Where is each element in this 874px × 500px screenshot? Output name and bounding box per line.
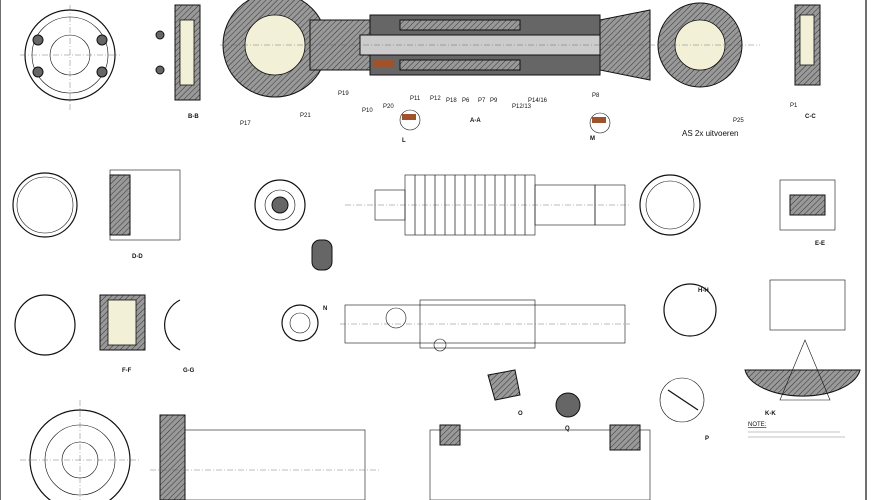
svg-text:P11: P11 bbox=[410, 96, 421, 102]
section-cc-view: C-C bbox=[794, 4, 821, 120]
svg-text:P20: P20 bbox=[383, 104, 394, 110]
svg-text:P12/13: P12/13 bbox=[512, 104, 532, 110]
svg-text:D-D: D-D bbox=[132, 254, 143, 260]
svg-text:E-E: E-E bbox=[815, 241, 825, 247]
detail-q: Q bbox=[555, 392, 581, 432]
section-hh-view: H-H bbox=[663, 279, 846, 337]
flange-front-view bbox=[20, 5, 120, 110]
svg-text:A-A: A-A bbox=[470, 118, 481, 124]
detail-l: L bbox=[399, 109, 421, 144]
section-kk-view: K-K NOTE: bbox=[744, 339, 861, 438]
svg-text:P: P bbox=[705, 436, 709, 442]
section-ee-view: E-E bbox=[639, 174, 836, 247]
svg-text:P19: P19 bbox=[338, 91, 349, 97]
tube-weld-view bbox=[429, 424, 651, 500]
svg-text:F-F: F-F bbox=[122, 368, 132, 374]
svg-text:P6: P6 bbox=[462, 98, 470, 104]
section-gg-view: G-G bbox=[164, 299, 195, 374]
svg-text:O: O bbox=[518, 411, 523, 417]
detail-o: O bbox=[487, 369, 523, 417]
piston-rod-view bbox=[345, 174, 630, 236]
svg-text:G-G: G-G bbox=[183, 368, 195, 374]
main-note: AS 2x uitvoeren bbox=[682, 129, 738, 138]
svg-text:P9: P9 bbox=[490, 98, 498, 104]
svg-text:B-B: B-B bbox=[188, 114, 199, 120]
svg-text:C-C: C-C bbox=[805, 114, 816, 120]
section-aa-cylinder: P17 P21 P10 P20 P11 P12 P18 P6 P7 P9 P12… bbox=[220, 0, 798, 138]
svg-text:P18: P18 bbox=[446, 98, 457, 104]
svg-text:L: L bbox=[402, 138, 406, 144]
tube-view bbox=[150, 414, 380, 500]
svg-text:Q: Q bbox=[565, 426, 570, 432]
bearing-view bbox=[254, 179, 333, 271]
svg-text:H-H: H-H bbox=[698, 288, 709, 294]
bronze-seal bbox=[374, 60, 394, 68]
svg-text:P10: P10 bbox=[362, 108, 373, 114]
section-ff-view: F-F bbox=[14, 294, 146, 374]
svg-text:NOTE:: NOTE: bbox=[748, 422, 767, 428]
svg-text:K-K: K-K bbox=[765, 411, 776, 417]
svg-text:P8: P8 bbox=[592, 93, 600, 99]
svg-text:P12: P12 bbox=[430, 96, 441, 102]
svg-text:P21: P21 bbox=[300, 113, 311, 119]
svg-text:P1: P1 bbox=[790, 103, 798, 109]
svg-text:N: N bbox=[323, 306, 327, 312]
detail-m: M bbox=[589, 112, 611, 142]
rod-end-view: N bbox=[281, 299, 630, 352]
section-dd-view: D-D bbox=[12, 169, 181, 260]
svg-text:P25: P25 bbox=[733, 118, 744, 124]
svg-text:M: M bbox=[590, 136, 595, 142]
section-bb-view: B-B bbox=[155, 4, 201, 120]
flange-bottom-view bbox=[20, 400, 140, 500]
svg-text:P7: P7 bbox=[478, 98, 486, 104]
svg-text:P14/16: P14/16 bbox=[528, 98, 548, 104]
detail-p: P bbox=[659, 377, 709, 442]
svg-text:P17: P17 bbox=[240, 121, 251, 127]
